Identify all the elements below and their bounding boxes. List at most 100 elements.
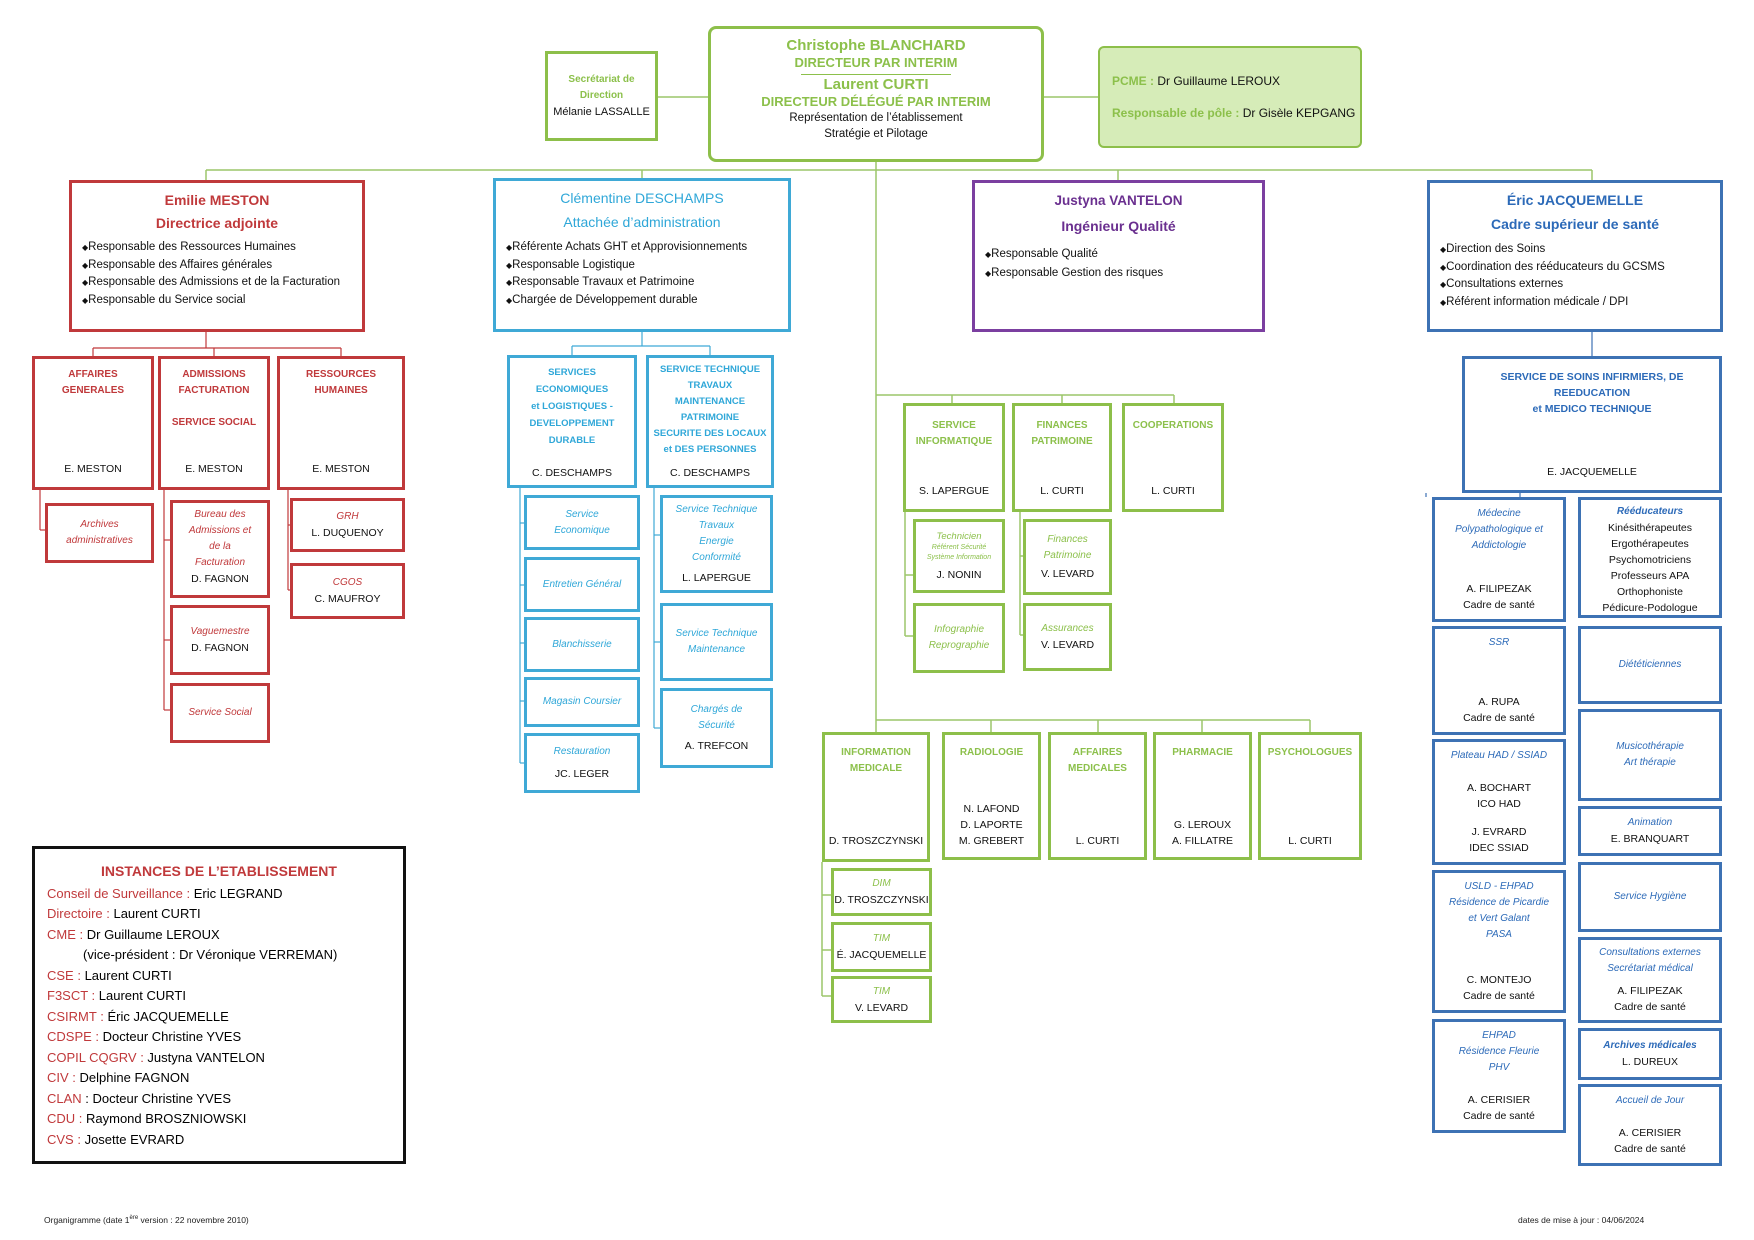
unit-sub: Cadre de santé: [1614, 1001, 1686, 1013]
dept-label: PHARMACIE: [1172, 747, 1233, 758]
instance-row: CIV : Delphine FAGNON: [47, 1068, 391, 1089]
unit-grh: GRH L. DUQUENOY: [290, 498, 405, 552]
instances-title: INSTANCES DE L’ETABLISSEMENT: [101, 863, 337, 879]
unit-label: Finances: [1047, 534, 1088, 545]
unit-label: EHPAD: [1482, 1030, 1516, 1041]
dept-label: SERVICE SOCIAL: [171, 417, 257, 428]
pcme-value: Dr Guillaume LEROUX: [1154, 74, 1281, 88]
unit-label: GRH: [336, 511, 359, 522]
deputy-director-role: DIRECTEUR DÉLÉGUÉ PAR INTERIM: [761, 94, 991, 109]
unit-dim: DIM D. TROSZCZYNSKI: [831, 868, 932, 916]
instance-key: CME :: [47, 926, 84, 942]
unit-restauration: Restauration JC. LEGER: [524, 733, 640, 793]
unit-label: TIM: [872, 933, 891, 944]
dept-label: MEDICALES: [1068, 763, 1127, 774]
head-jacquemelle-role: Cadre supérieur de santé: [1490, 216, 1660, 232]
director-box: Christophe BLANCHARD DIRECTEUR PAR INTER…: [708, 26, 1044, 162]
instance-value: Josette EVRARD: [80, 1131, 185, 1147]
instance-key: CSIRMT :: [47, 1008, 104, 1024]
footer-version: Organigramme (date 1ère version : 22 nov…: [44, 1215, 249, 1225]
dept-affaires-medicales: AFFAIRES MEDICALES L. CURTI: [1048, 732, 1147, 860]
unit-head: V. LEVARD: [1040, 568, 1095, 580]
instance-key: CSE :: [47, 967, 81, 983]
unit-label: Entretien Général: [542, 578, 622, 590]
unit-label: Consultations externes: [1599, 947, 1701, 958]
unit-vaguemestre: Vaguemestre D. FAGNON: [170, 605, 270, 675]
unit-label: Economique: [554, 524, 610, 536]
dept-head: L. CURTI: [1075, 835, 1120, 847]
dept-label: et LOGISTIQUES -: [531, 401, 613, 412]
unit-head: A. FILIPEZAK: [1466, 583, 1532, 595]
instance-value: Docteur Christine YVES: [99, 1029, 242, 1044]
unit-consultations: Consultations externes Secrétariat médic…: [1578, 937, 1722, 1023]
head-jacquemelle-name: Éric JACQUEMELLE: [1506, 192, 1644, 208]
unit-tim-2: TIM V. LEVARD: [831, 976, 932, 1023]
instance-row: (vice-président : Dr Véronique VERREMAN): [47, 945, 391, 966]
list-item: Responsable Travaux et Patrimoine: [506, 274, 788, 292]
unit-head: JC. LEGER: [554, 768, 610, 780]
unit-head: A. RUPA: [1478, 696, 1520, 708]
unit-label: PASA: [1486, 929, 1512, 940]
dept-head: G. LEROUX: [1173, 819, 1232, 831]
unit-musicotherapie: Musicothérapie Art thérapie: [1578, 709, 1722, 801]
unit-head: C. MAUFROY: [314, 593, 381, 605]
unit-label: et Vert Galant: [1468, 913, 1530, 924]
unit-archives-medicales: Archives médicales L. DUREUX: [1578, 1028, 1722, 1080]
unit-animation: Animation E. BRANQUART: [1578, 806, 1722, 856]
dept-label: FINANCES: [1036, 420, 1088, 431]
instance-key: CDSPE :: [47, 1029, 100, 1044]
unit-label: Plateau HAD / SSIAD: [1450, 750, 1548, 761]
unit-head: L. DUQUENOY: [311, 527, 384, 539]
unit-label: Accueil de Jour: [1615, 1095, 1685, 1106]
head-meston-list: Responsable des Ressources Humaines Resp…: [72, 239, 362, 309]
head-deschamps-role: Attachée d’administration: [563, 214, 721, 230]
unit-label: de la: [209, 541, 231, 552]
unit-cgos: CGOS C. MAUFROY: [290, 563, 405, 619]
head-meston-role: Directrice adjointe: [155, 215, 279, 231]
unit-st-maintenance: Service Technique Maintenance: [660, 603, 773, 681]
instance-row: Directoire : Laurent CURTI: [47, 904, 391, 925]
unit-head: D. FAGNON: [191, 573, 249, 585]
unit-label: Travaux: [698, 520, 735, 531]
unit-sub: Cadre de santé: [1463, 990, 1535, 1002]
list-item: Référente Achats GHT et Approvisionnemen…: [506, 239, 788, 257]
secretariat-label-2: Direction: [579, 90, 624, 101]
head-deschamps-name: Clémentine DESCHAMPS: [560, 190, 724, 206]
list-item: Professeurs APA: [1610, 570, 1690, 582]
unit-service-social: Service Social: [170, 683, 270, 743]
pcme-box: PCME : Dr Guillaume LEROUX Responsable d…: [1098, 46, 1362, 148]
instance-value: Eric LEGRAND: [190, 885, 283, 901]
unit-label: Médecine: [1477, 508, 1521, 519]
unit-label: Art thérapie: [1624, 757, 1676, 768]
list-item: Responsable Qualité: [985, 245, 1262, 264]
unit-label: Restauration: [553, 746, 611, 757]
unit-label: Animation: [1627, 817, 1673, 828]
dept-label: REEDUCATION: [1553, 387, 1631, 399]
list-item: Responsable des Affaires générales: [82, 257, 362, 275]
head-vantelon: Justyna VANTELON Ingénieur Qualité Respo…: [972, 180, 1265, 332]
instance-value: Laurent CURTI: [95, 988, 186, 1003]
instance-row: CVS : Josette EVRARD: [47, 1130, 391, 1151]
dept-label: SERVICE TECHNIQUE: [659, 364, 761, 375]
dept-label: DEVELOPPEMENT: [529, 418, 615, 429]
instance-row: CSIRMT : Éric JACQUEMELLE: [47, 1007, 391, 1028]
unit-head: J. NONIN: [936, 568, 982, 581]
unit-head: E. BRANQUART: [1610, 833, 1690, 845]
dept-label: MAINTENANCE: [674, 396, 746, 407]
unit-label: Conformité: [692, 552, 741, 563]
dept-label: MEDICALE: [849, 763, 903, 774]
pole-line: Responsable de pôle : Dr Gisèle KEPGANG: [1112, 97, 1355, 129]
unit-label: Service Social: [188, 707, 252, 718]
head-vantelon-name: Justyna VANTELON: [1054, 193, 1183, 208]
unit-head: A. FILIPEZAK: [1617, 985, 1683, 997]
dept-cooperations: COOPERATIONS L. CURTI: [1122, 403, 1224, 512]
dept-ressources-humaines: RESSOURCES HUMAINES E. MESTON: [277, 356, 405, 490]
unit-tim-1: TIM É. JACQUEMELLE: [831, 922, 932, 972]
unit-head: D. FAGNON: [191, 642, 249, 654]
unit-label: Blanchisserie: [552, 638, 612, 650]
dept-head: D. LAPORTE: [960, 819, 1023, 831]
instance-row: F3SCT : Laurent CURTI: [47, 986, 391, 1007]
footer-version-b: version : 22 novembre 2010): [138, 1215, 249, 1225]
unit-label: Résidence de Picardie: [1448, 897, 1550, 908]
